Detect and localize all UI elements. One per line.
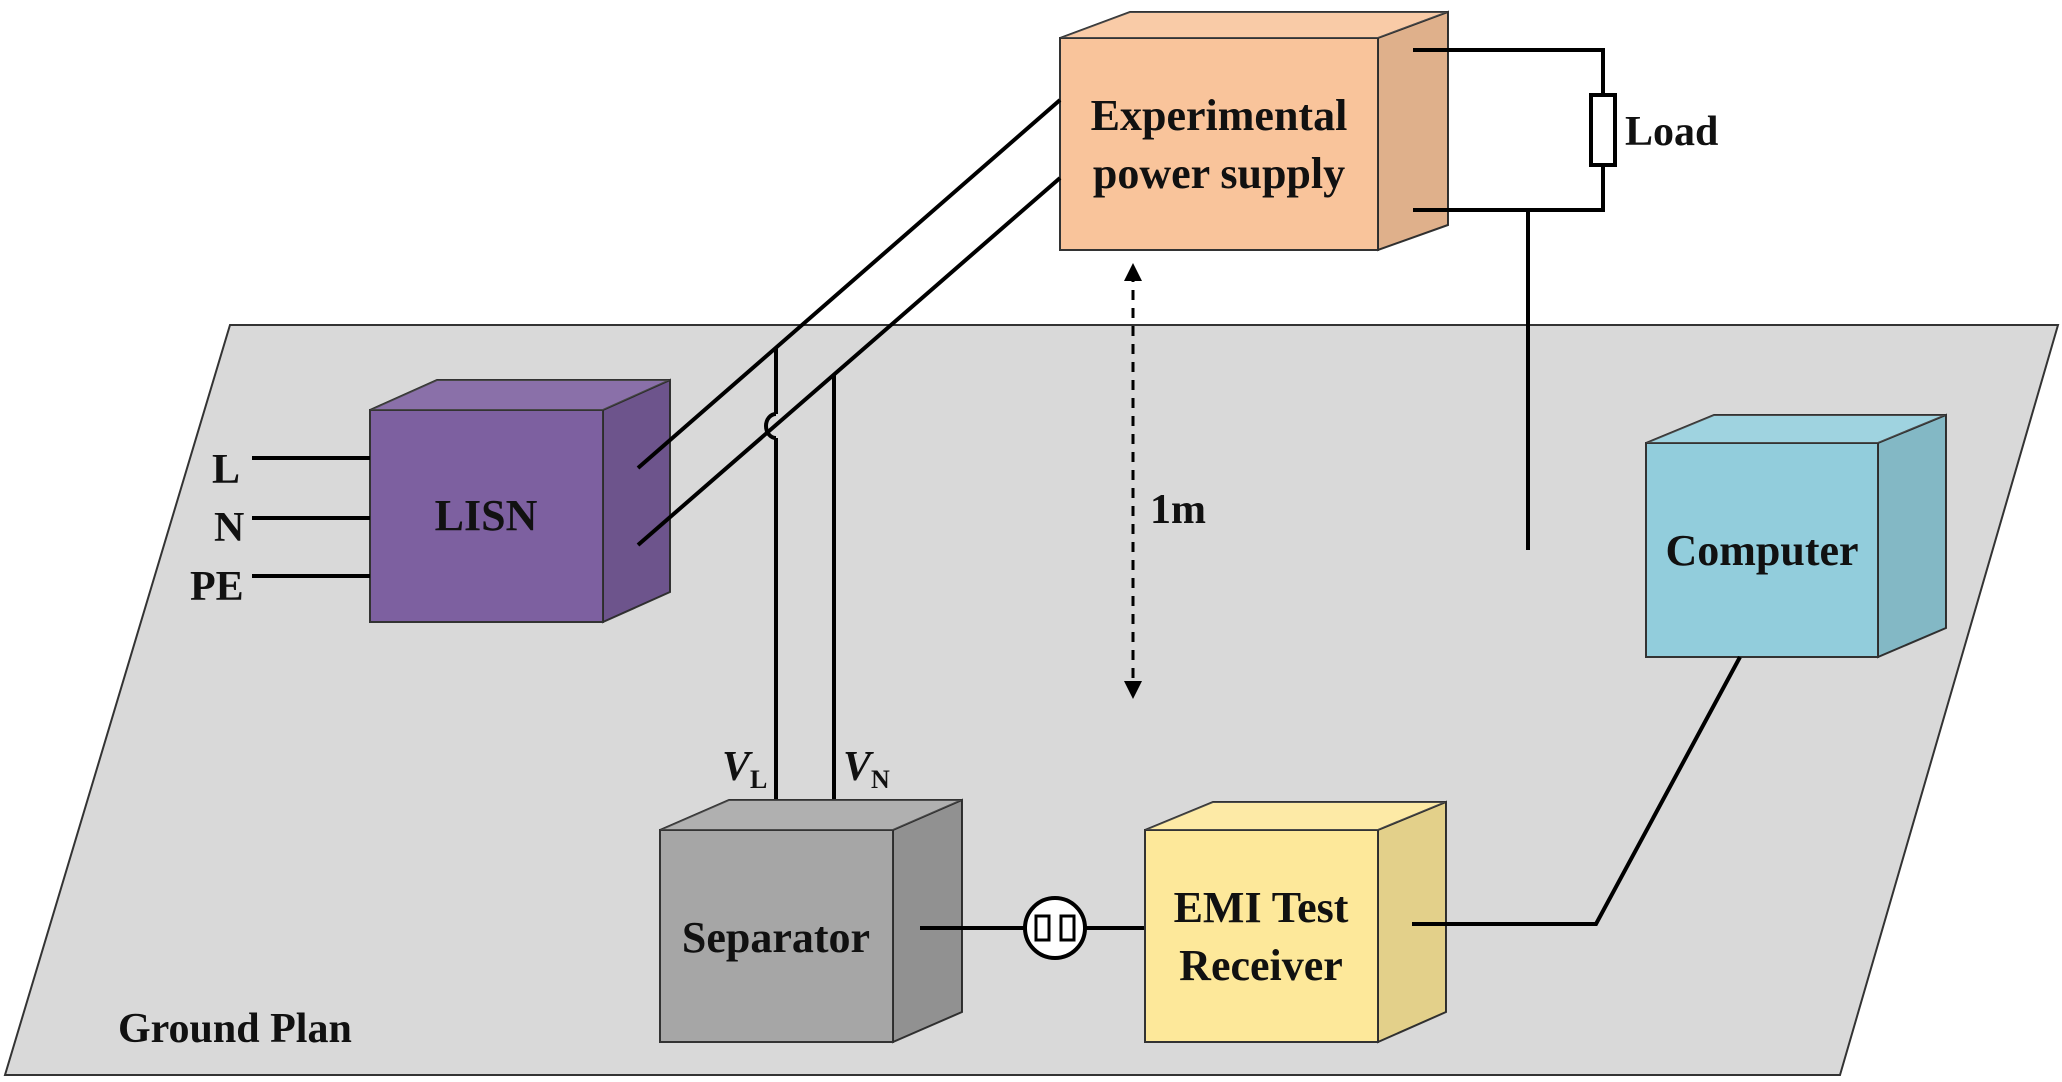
lisn-box (369, 378, 671, 624)
load-label: Load (1625, 109, 1718, 155)
lisn-supply-wire-n (636, 176, 1062, 547)
line-pe-label: PE (190, 564, 244, 610)
lisn-supply-wire-l (636, 98, 1062, 470)
vn-label: VN (843, 744, 890, 794)
line-n-label: N (214, 505, 244, 551)
emi-label-line1: EMI Test (1174, 883, 1349, 932)
coax-connector-icon (1023, 896, 1087, 960)
power-supply-label-line2: power supply (1093, 149, 1345, 198)
emi-label-line2: Receiver (1179, 941, 1343, 990)
lisn-label: LISN (435, 491, 538, 540)
vl-label: VL (722, 744, 767, 794)
load-wire-bottom (1413, 165, 1605, 212)
vl-wire-crossover (764, 412, 777, 440)
separator-box (659, 798, 963, 1044)
separator-label: Separator (682, 913, 870, 962)
computer-label: Computer (1665, 526, 1858, 575)
load-wire-top (1413, 48, 1605, 95)
power-supply-box (1059, 10, 1449, 252)
distance-label: 1m (1150, 487, 1206, 533)
power-supply-label-line1: Experimental (1091, 91, 1348, 140)
line-l-label: L (212, 447, 240, 493)
emi-computer-wire (1412, 656, 1742, 926)
computer-box (1645, 413, 1947, 659)
ground-plan-label: Ground Plan (118, 1006, 352, 1052)
load-resistor (1589, 93, 1617, 167)
